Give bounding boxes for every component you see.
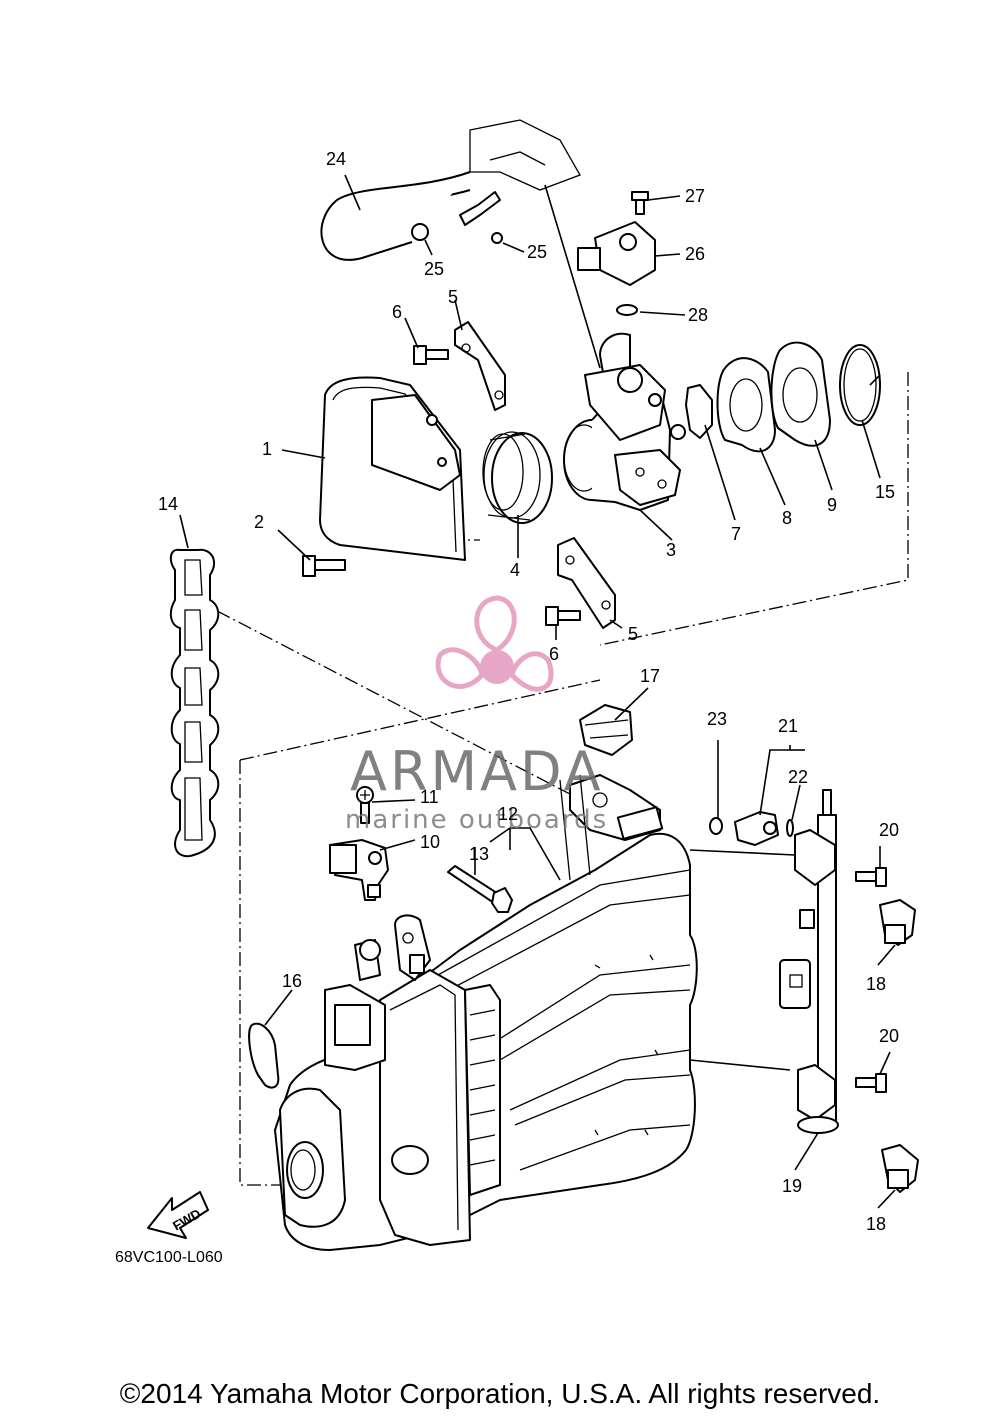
long-bolt <box>447 865 513 913</box>
throttle-cam <box>685 384 713 439</box>
part-label: 13 <box>469 844 489 864</box>
manifold-gasket <box>169 548 220 858</box>
part-label: 14 <box>158 494 178 514</box>
part-label: 18 <box>866 974 886 994</box>
throttle-position-sensor <box>577 191 656 316</box>
part-label: 18 <box>866 1214 886 1234</box>
part-label: 21 <box>778 716 798 736</box>
gasket <box>716 357 776 453</box>
copyright-notice: ©2014 Yamaha Motor Corporation, U.S.A. A… <box>119 1378 881 1409</box>
washer <box>709 817 723 835</box>
part-label: 20 <box>879 820 899 840</box>
gasket <box>770 341 831 447</box>
part-label: 24 <box>326 149 346 169</box>
part-label: 7 <box>731 524 741 544</box>
part-label: 5 <box>448 287 458 307</box>
propeller-logo <box>435 595 554 692</box>
breather-hose <box>320 119 581 261</box>
leader-lines <box>179 174 896 1209</box>
part-label: 5 <box>628 624 638 644</box>
small-gasket <box>248 1022 280 1089</box>
fuel-rail <box>779 789 839 1134</box>
part-labels: 1 2 3 4 5 5 6 6 7 8 9 10 11 12 13 14 15 … <box>158 149 899 1234</box>
part-label: 28 <box>688 305 708 325</box>
bolt <box>855 867 887 887</box>
part-label: 25 <box>424 259 444 279</box>
part-label: 10 <box>420 832 440 852</box>
part-label: 27 <box>685 186 705 206</box>
part-label: 15 <box>875 482 895 502</box>
pressure-sensor <box>329 839 389 901</box>
temperature-sensor <box>734 811 779 846</box>
intake-silencer <box>319 376 466 561</box>
fuel-rail-clip <box>881 1144 919 1193</box>
bolt <box>302 555 346 577</box>
bolt <box>545 606 581 626</box>
brand-name: ARMADA <box>350 740 604 803</box>
part-label: 23 <box>707 709 727 729</box>
part-label: 26 <box>685 244 705 264</box>
bracket <box>454 321 506 411</box>
part-label: 12 <box>498 804 518 824</box>
intake-manifold <box>274 774 698 1251</box>
throttle-body <box>563 332 686 511</box>
o-ring <box>839 344 881 426</box>
part-label: 19 <box>782 1176 802 1196</box>
small-o-ring <box>786 819 794 837</box>
forward-arrow: FWD <box>147 1191 209 1239</box>
part-label: 3 <box>666 540 676 560</box>
part-label: 2 <box>254 512 264 532</box>
bolt <box>855 1073 887 1093</box>
brand-watermark: ARMADA marine outboards <box>345 595 608 835</box>
part-label: 17 <box>640 666 660 686</box>
screw <box>356 786 374 824</box>
intake-joint <box>482 431 553 524</box>
fuel-rail-clip <box>879 899 916 946</box>
diagram-code: 68VC100-L060 <box>115 1249 223 1266</box>
part-label: 6 <box>549 644 559 664</box>
part-label: 1 <box>262 439 272 459</box>
part-label: 11 <box>420 787 439 807</box>
bracket <box>557 537 616 629</box>
hose-clamp <box>579 704 633 756</box>
brand-tagline: marine outboards <box>345 805 608 835</box>
part-label: 22 <box>788 767 808 787</box>
bolt <box>413 345 449 365</box>
part-label: 4 <box>510 560 520 580</box>
part-label: 8 <box>782 508 792 528</box>
part-label: 20 <box>879 1026 899 1046</box>
part-label: 16 <box>282 971 302 991</box>
part-label: 6 <box>392 302 402 322</box>
part-label: 25 <box>527 242 547 262</box>
part-label: 9 <box>827 495 837 515</box>
